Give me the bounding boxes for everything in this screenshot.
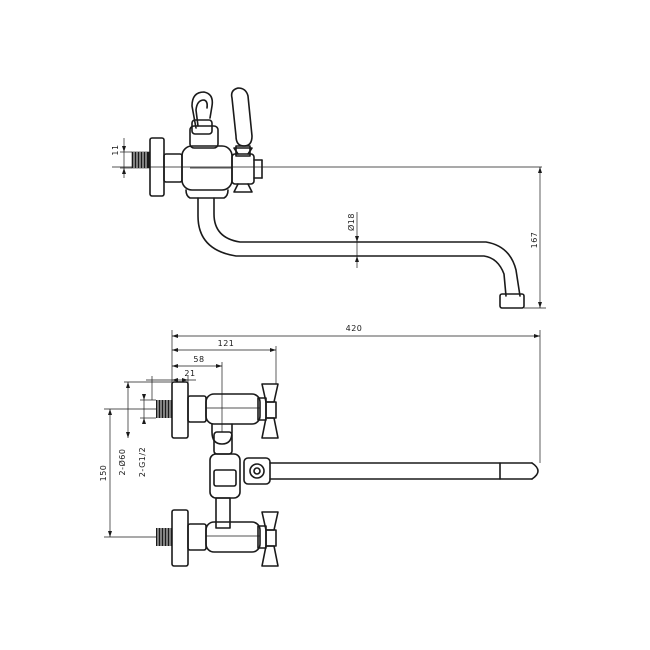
dim-top-thread-label: 2-G1/2 (138, 447, 147, 477)
side-inlet-thread (131, 151, 151, 169)
dim-side-thread: 11 (111, 138, 132, 178)
dim-side-height: 167 (524, 167, 546, 309)
side-eccentric (163, 153, 183, 183)
top-upper-inlet (156, 381, 207, 439)
dim-side-height-label: 167 (530, 232, 539, 249)
dim-top-150-label: 150 (99, 465, 108, 482)
side-spout (197, 197, 525, 309)
side-mixer-body (181, 125, 233, 199)
dim-top-150: 150 (99, 408, 156, 538)
dim-top-121-label: 121 (218, 339, 235, 348)
dim-top-420: 420 (171, 324, 541, 463)
top-view: 420 121 58 21 (99, 324, 541, 567)
dim-top-420-label: 420 (346, 324, 363, 333)
dim-top-121: 121 (172, 339, 277, 384)
dim-top-flange-label: 2-Ø60 (117, 449, 127, 476)
dim-side-spout-dia-label: Ø18 (346, 213, 356, 231)
top-upper-body (205, 383, 279, 439)
dim-top-21-label: 21 (184, 369, 195, 378)
dim-top-flange: 2-Ø60 (117, 381, 172, 476)
top-lower-inlet (156, 509, 207, 567)
dim-top-thread: 2-G1/2 (138, 394, 156, 477)
side-diverter-lever (230, 87, 253, 157)
dim-top-58: 58 (172, 355, 223, 432)
dim-top-21: 21 (146, 369, 196, 400)
side-view: 11 Ø18 167 (111, 87, 546, 309)
dim-side-spout-dia: Ø18 (346, 212, 359, 268)
dim-side-thread-label: 11 (111, 144, 120, 155)
side-cross-handle (231, 147, 263, 193)
top-center-assembly (209, 423, 271, 529)
side-aerator (499, 293, 525, 309)
top-lower-body (205, 511, 279, 567)
side-shower-holder (191, 91, 214, 135)
top-spout (269, 462, 539, 480)
dim-top-58-label: 58 (193, 355, 204, 364)
